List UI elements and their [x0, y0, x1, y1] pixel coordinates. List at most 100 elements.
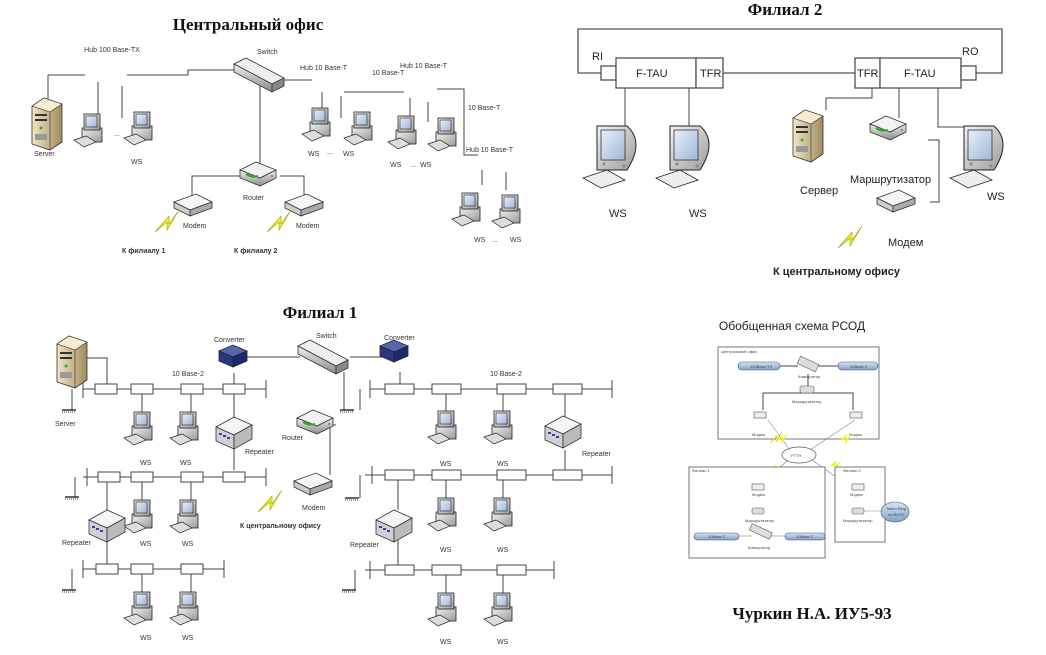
ws-label: WS [510, 237, 522, 244]
workstation-icon [451, 192, 481, 227]
server-icon [56, 335, 88, 389]
workstation-icon [73, 113, 103, 148]
modem-icon [876, 189, 916, 213]
repeater-icon [88, 509, 126, 543]
ws-label: WS [182, 541, 194, 548]
converter-icon [218, 344, 248, 368]
token-ring-label: Token Ring [886, 506, 906, 511]
ellipsis: ... [114, 131, 120, 138]
to-central-label: К центральному офису [240, 523, 321, 530]
ftau-left [615, 57, 697, 89]
repeater-label: Repeater [62, 540, 91, 547]
hub10-label: 10Base-T [850, 364, 868, 369]
workstation-icon [427, 117, 457, 152]
to-branch2-label: К филиалу 2 [234, 248, 277, 255]
segment-label: 10Base-2 [796, 534, 814, 539]
hub-10-b-label: Hub 10 Base-T [400, 63, 448, 70]
modem-label: Модем [850, 492, 863, 497]
modem-label: Модем [849, 432, 862, 437]
workstation-icon [655, 125, 710, 189]
segment-label: 10 Base-2 [490, 371, 522, 378]
branch2-section: Филиал 2 F-TAU TFR RI TFR F-TAU RO WS WS… [577, 0, 1005, 278]
to-branch1-label: К филиалу 1 [122, 248, 165, 255]
ws-label: WS [420, 162, 432, 169]
workstation-icon [483, 410, 513, 445]
workstation-icon [387, 115, 417, 150]
switch-label: Switch [257, 49, 278, 56]
ground-icon [339, 409, 355, 413]
ground-icon [61, 409, 77, 413]
modem-label: Модем [752, 432, 765, 437]
ftth-cloud [781, 446, 817, 464]
ws-label: WS [140, 541, 152, 548]
tfr-right-label: TFR [857, 68, 878, 80]
ws-label: WS [390, 162, 402, 169]
ro-label: RO [962, 46, 979, 58]
branch1-section: Филиал 1 [55, 303, 613, 646]
repeater-label: Repeater [350, 542, 379, 549]
ws-label: WS [140, 635, 152, 642]
ws-label: WS [440, 547, 452, 554]
wireless-link-icon [266, 209, 292, 233]
ground-icon [61, 589, 77, 593]
workstation-icon [491, 194, 521, 229]
modem-label: Modem [302, 505, 326, 512]
modem-label: Модем [888, 237, 923, 249]
segment-label: 10Base-2 [708, 534, 726, 539]
tfr-left-label: TFR [700, 68, 721, 80]
router-label: Маршрутизатор [745, 518, 775, 523]
ws-label: WS [308, 151, 320, 158]
workstation-icon [427, 497, 457, 532]
token-ring-label: на ВОЛС [888, 512, 905, 517]
workstation-icon [427, 592, 457, 627]
ground-icon [344, 497, 360, 501]
ftau-right [879, 57, 962, 89]
ellipsis: ... [327, 149, 333, 156]
modem-icon [293, 472, 333, 496]
ws-label: WS [497, 461, 509, 468]
workstation-icon [301, 107, 331, 142]
branch1-box-label: Филиал 1 [692, 468, 711, 473]
converter-label: Converter [214, 337, 245, 344]
server-label: Server [34, 151, 55, 158]
link-a-label: 10 Base-T [372, 70, 405, 77]
switch-icon [233, 57, 285, 93]
ftau-left-label: F-TAU [636, 68, 668, 80]
router-icon [869, 115, 907, 141]
workstation-icon [343, 111, 373, 146]
workstation-icon [427, 410, 457, 445]
workstation-icon [169, 591, 199, 626]
hub-10-c-label: Hub 10 Base-T [466, 147, 514, 154]
switch-label: Коммутатор [798, 374, 821, 379]
ground-icon [64, 496, 80, 500]
author-label: Чуркин Н.А. ИУ5-93 [732, 604, 891, 623]
workstation-icon [582, 125, 637, 189]
modem-label: Модем [752, 492, 765, 497]
converter-label: Converter [384, 335, 415, 342]
ftau-right-label: F-TAU [904, 68, 936, 80]
workstation-icon [483, 592, 513, 627]
server-icon [31, 97, 63, 151]
central-office-title: Центральный офис [173, 15, 324, 34]
workstation-icon [123, 499, 153, 534]
router-icon [239, 161, 277, 187]
workstation-icon [123, 591, 153, 626]
server-label: Server [55, 421, 76, 428]
ellipsis: ... [492, 237, 498, 244]
workstation-icon [169, 499, 199, 534]
token-ring-icon [880, 501, 910, 523]
server-label: Сервер [800, 185, 838, 197]
workstation-icon [123, 111, 153, 146]
workstation-icon [483, 497, 513, 532]
repeater-label: Repeater [582, 451, 611, 458]
hub-10-a-label: Hub 10 Base-T [300, 65, 348, 72]
modem-label: Modem [296, 223, 320, 230]
router-label: Маршрутизатор [850, 174, 931, 186]
generalized-title: Обобщенная схема РСОД [719, 319, 865, 333]
workstation-icon [123, 411, 153, 446]
wireless-link-icon [154, 209, 180, 233]
ri-label: RI [592, 51, 603, 63]
wireless-link-icon [257, 489, 283, 513]
modem-label: Modem [183, 223, 207, 230]
central-box-label: Центральный офис [721, 349, 757, 354]
